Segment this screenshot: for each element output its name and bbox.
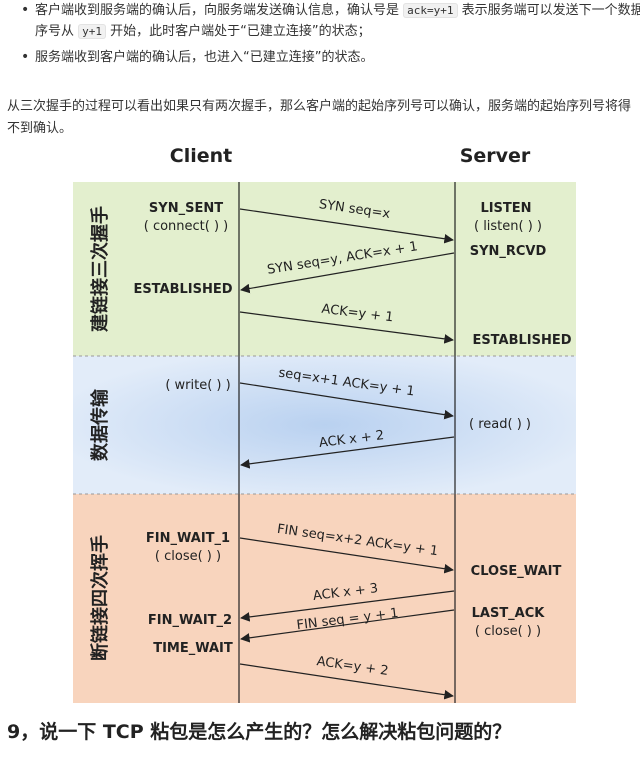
arrow-data	[239, 382, 454, 420]
section-heading: 9，说一下 TCP 粘包是怎么产生的？怎么解决粘包问题的？	[7, 721, 512, 743]
bullet-text: 开始，此时客户端处于“已建立连接”的状态；	[106, 24, 371, 39]
client-header: Client	[170, 145, 232, 167]
client-state-fin-wait-2: FIN_WAIT_2	[148, 613, 232, 628]
server-call-read: ( read( ) )	[469, 417, 531, 432]
server-call-listen: ( listen( ) )	[474, 219, 542, 234]
client-call-close: ( close( ) )	[155, 549, 221, 564]
server-state-labels: LISTEN ( listen( ) ) SYN_RCVD ESTABLISHE…	[469, 201, 572, 639]
section-labels: 建链接三次握手 数据传输 断链接四次挥手	[89, 206, 111, 661]
message-arrows	[239, 208, 455, 700]
client-state-fin-wait-1: FIN_WAIT_1	[146, 531, 230, 546]
bullet-list-2: 服务端收到客户端的确认后，也进入“已建立连接”的状态。	[0, 47, 640, 68]
arrow-ack	[239, 311, 454, 344]
client-call-connect: ( connect( ) )	[144, 219, 229, 234]
arrow-last-ack	[239, 663, 454, 700]
paragraph: 从三次握手的过程可以看出如果只有两次握手，那么客户端的起始序列号可以确认，服务端…	[7, 99, 632, 136]
client-state-established: ESTABLISHED	[133, 282, 232, 297]
arrow-syn-ack	[240, 252, 455, 294]
bullet-list: 客户端收到服务端的确认后，向服务端发送确认信息，确认号是 ack=y+1 表示服…	[0, 0, 640, 42]
tcp-handshake-diagram: Client Server 建链接三次握手 数据传输 断链接四次挥手 SYN_S…	[73, 145, 576, 703]
teardown-band	[73, 494, 576, 703]
inline-code-ack: ack=y+1	[403, 3, 458, 18]
client-state-time-wait: TIME_WAIT	[153, 641, 233, 656]
arrow-fin-ack	[240, 590, 455, 622]
server-state-established: ESTABLISHED	[472, 333, 571, 348]
section-label-transfer: 数据传输	[89, 388, 111, 461]
bullet-text: 表示服务端可以发送下一个数据包序号从	[35, 3, 640, 39]
arrow-fin-server	[240, 609, 455, 643]
client-state-labels: SYN_SENT ( connect( ) ) ESTABLISHED ( wr…	[133, 201, 232, 656]
arrow-data-ack	[240, 436, 455, 469]
section-label-teardown: 断链接四次挥手	[89, 535, 111, 661]
bullet-text: 客户端收到服务端的确认后，向服务端发送确认信息，确认号是	[35, 3, 404, 18]
bullet-client-ack: 客户端收到服务端的确认后，向服务端发送确认信息，确认号是 ack=y+1 表示服…	[21, 0, 640, 42]
server-state-last-ack: LAST_ACK	[472, 606, 546, 621]
server-state-close-wait: CLOSE_WAIT	[471, 564, 562, 579]
server-header: Server	[460, 145, 531, 167]
section-label-handshake: 建链接三次握手	[89, 206, 111, 332]
inline-code-seq: y+1	[78, 24, 107, 39]
client-state-syn-sent: SYN_SENT	[149, 201, 223, 216]
arrow-fin-client	[239, 537, 454, 574]
server-state-syn-rcvd: SYN_RCVD	[470, 244, 547, 259]
transfer-band	[73, 356, 576, 494]
bullet-server-established: 服务端收到客户端的确认后，也进入“已建立连接”的状态。	[21, 47, 640, 68]
server-call-close: ( close( ) )	[475, 624, 541, 639]
arrow-syn	[239, 208, 454, 244]
client-call-write: ( write( ) )	[165, 378, 230, 393]
server-state-listen: LISTEN	[480, 201, 531, 216]
handshake-band	[73, 182, 576, 356]
